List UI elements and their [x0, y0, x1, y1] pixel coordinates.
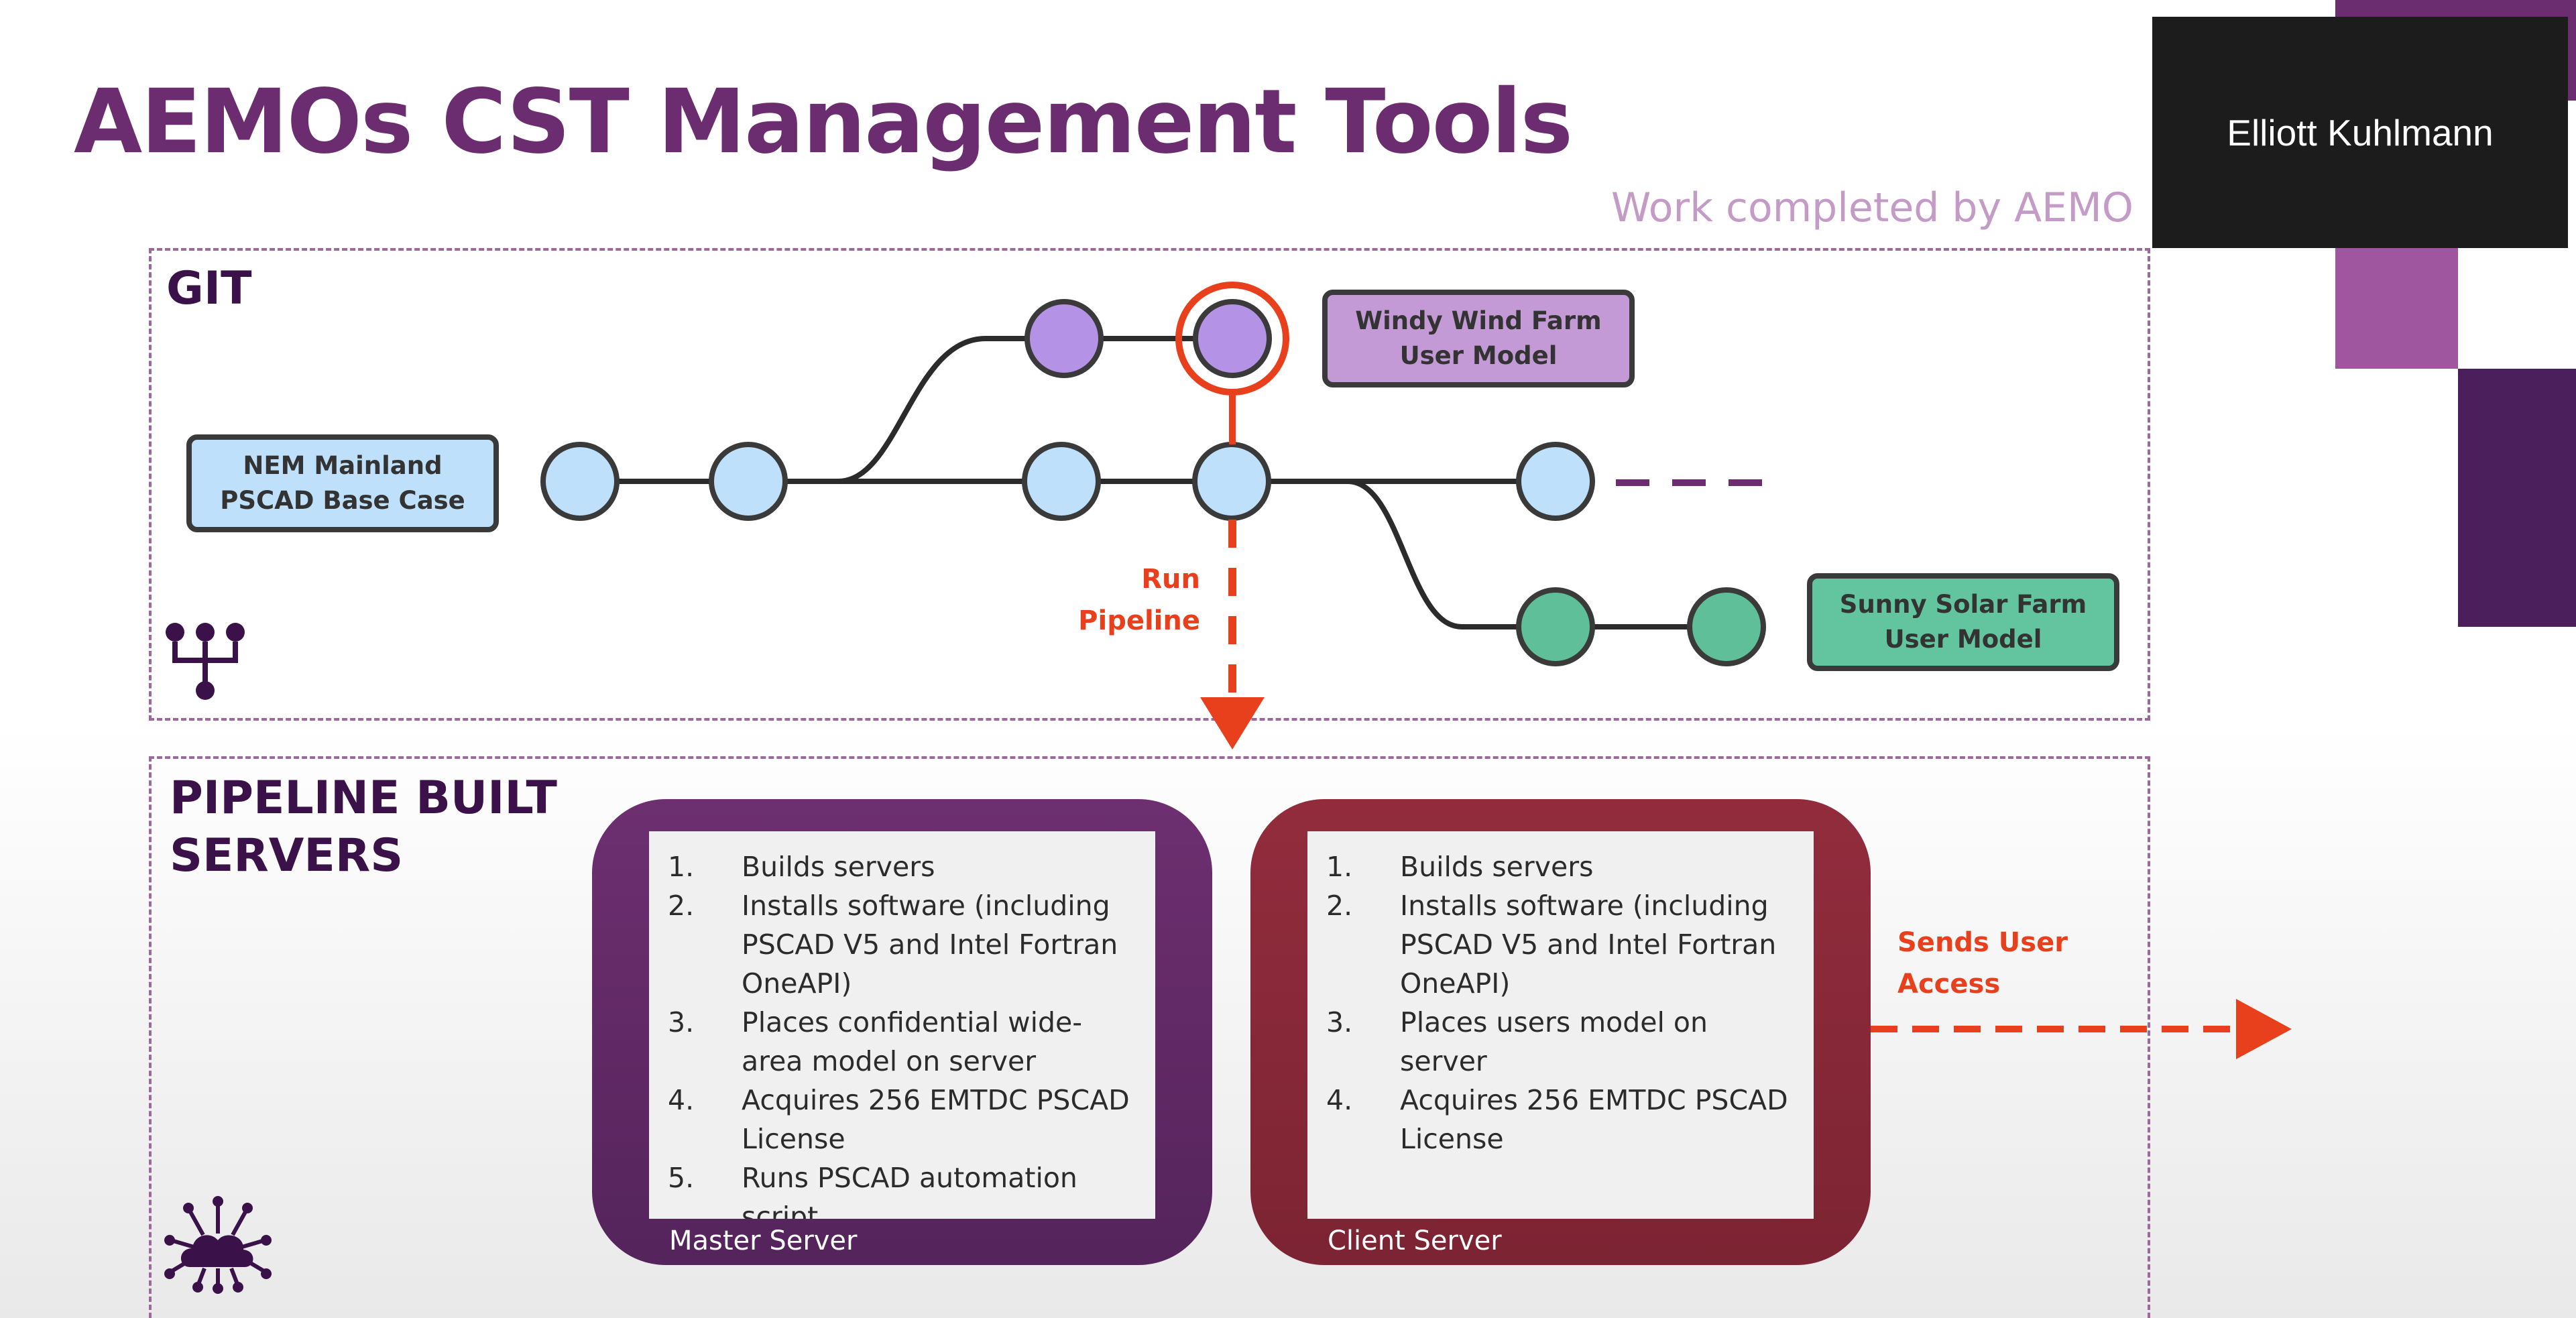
- video-participant-tile[interactable]: Elliott Kuhlmann: [2152, 17, 2568, 248]
- list-item: 1.Builds servers: [668, 851, 935, 883]
- list-item: 4.Acquires 256 EMTDC PSCAD License: [668, 1084, 1130, 1155]
- client-server-label: Client Server: [1328, 1225, 1502, 1256]
- commit-node: [1022, 442, 1101, 521]
- cloud-network-icon: [164, 1196, 272, 1294]
- list-item: 2.Installs software (including PSCAD V5 …: [1326, 890, 1777, 1000]
- commit-node: [1192, 442, 1271, 521]
- master-server-card: 1.Builds servers 2.Installs software (in…: [592, 799, 1212, 1265]
- base-case-tag: NEM Mainland PSCAD Base Case: [186, 434, 499, 532]
- client-server-steps-panel: 1.Builds servers 2.Installs software (in…: [1307, 831, 1814, 1219]
- master-server-label: Master Server: [669, 1225, 858, 1256]
- decor-block-mid: [2335, 248, 2458, 369]
- sends-access-arrowhead: [2236, 999, 2292, 1059]
- sends-user-access-label: Sends User Access: [1897, 927, 2068, 1000]
- participant-name: Elliott Kuhlmann: [2227, 111, 2494, 154]
- master-server-step-list: 1.Builds servers 2.Installs software (in…: [649, 831, 1155, 1219]
- list-item: 5.Runs PSCAD automation script: [668, 1162, 1077, 1219]
- list-item: 1.Builds servers: [1326, 851, 1594, 883]
- pipeline-heading-line1: PIPELINE BUILT: [170, 772, 557, 825]
- wind-commit-node: [1024, 299, 1104, 378]
- commit-node: [709, 442, 788, 521]
- git-heading: GIT: [166, 262, 252, 315]
- run-pipeline-arrowhead: [1200, 697, 1265, 750]
- git-branch-icon: [166, 623, 245, 700]
- solar-commit-node: [1516, 587, 1595, 666]
- wind-branch-line: [837, 336, 1234, 484]
- wind-commit-node-selected: [1193, 299, 1272, 378]
- list-item: 3.Places confidential wide-area model on…: [668, 1006, 1083, 1077]
- work-completed-label: Work completed by AEMO: [1611, 184, 2134, 231]
- solar-farm-tag: Sunny Solar Farm User Model: [1807, 573, 2119, 671]
- solar-commit-node: [1687, 587, 1766, 666]
- slide-title: AEMOs CST Management Tools: [74, 70, 1573, 174]
- list-item: 4.Acquires 256 EMTDC PSCAD License: [1326, 1084, 1788, 1155]
- pipeline-section: [149, 756, 2150, 1318]
- list-item: 2.Installs software (including PSCAD V5 …: [668, 890, 1118, 1000]
- commit-node: [1516, 442, 1595, 521]
- solar-branch-line: [1347, 479, 1726, 630]
- client-server-card: 1.Builds servers 2.Installs software (in…: [1250, 799, 1871, 1265]
- decor-block-low: [2458, 369, 2576, 627]
- git-section: [149, 248, 2150, 721]
- list-item: 3.Places users model on server: [1326, 1006, 1708, 1077]
- run-pipeline-label: Run Pipeline: [1078, 564, 1200, 636]
- wind-farm-tag: Windy Wind Farm User Model: [1322, 290, 1635, 387]
- commit-node: [540, 442, 620, 521]
- client-server-step-list: 1.Builds servers 2.Installs software (in…: [1307, 831, 1814, 1158]
- pipeline-heading-line2: SERVERS: [170, 829, 404, 882]
- master-server-steps-panel: 1.Builds servers 2.Installs software (in…: [649, 831, 1155, 1219]
